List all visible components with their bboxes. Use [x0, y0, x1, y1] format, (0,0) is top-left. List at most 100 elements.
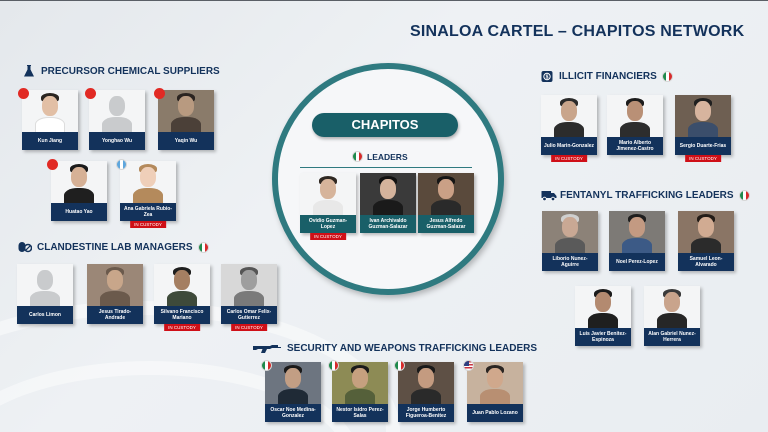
person-photo — [360, 173, 416, 215]
flask-icon — [22, 64, 36, 78]
section-title-text: CLANDESTINE LAB MANAGERS — [37, 241, 193, 253]
mexico-flag-icon — [661, 70, 673, 82]
person-photo — [607, 95, 663, 137]
person-name: Luis Javier Benitez-Espinoza — [575, 328, 631, 346]
person-name: Carlos Omar Felix-Gutierrez — [221, 306, 277, 324]
money-bag-icon: $ — [540, 69, 554, 83]
in-custody-badge: IN CUSTODY — [164, 324, 200, 331]
usa-flag-icon — [463, 360, 474, 371]
guatemala-flag-icon — [116, 159, 127, 170]
in-custody-badge: IN CUSTODY — [685, 155, 721, 162]
person-photo — [675, 95, 731, 137]
person-photo — [332, 362, 388, 404]
person-name: Oscar Noe Medina-Gonzalez — [265, 404, 321, 422]
china-flag-icon — [85, 88, 96, 99]
person-card[interactable]: Mario Alberto Jimenez-Castro — [607, 95, 663, 155]
person-photo — [609, 211, 665, 253]
person-card[interactable]: Juan Pablo Lozano — [463, 360, 523, 422]
leader-card[interactable]: Jesus Alfredo Guzman-Salazar — [418, 173, 474, 233]
person-card[interactable]: Jorge Humberto Figueroa-Benitez — [394, 360, 454, 422]
person-name: Jorge Humberto Figueroa-Benitez — [398, 404, 454, 422]
china-flag-icon — [154, 88, 165, 99]
person-photo-placeholder — [17, 264, 73, 306]
person-photo — [398, 362, 454, 404]
leader-card[interactable]: Ivan Archivaldo Guzman-Salazar — [360, 173, 416, 233]
person-name: Ivan Archivaldo Guzman-Salazar — [360, 215, 416, 233]
section-title-fentanyl: FENTANYL TRAFFICKING LEADERS — [541, 188, 750, 202]
person-name: Carlos Limon — [17, 306, 73, 324]
person-name: Yonghao Wu — [89, 132, 145, 150]
person-photo — [575, 286, 631, 328]
person-name: Ana Gabriela Rubio-Zea — [120, 203, 176, 221]
person-card[interactable]: Silvano Francisco Mariano IN CUSTODY — [154, 264, 210, 331]
section-title-financiers: $ ILLICIT FINANCIERS — [540, 69, 673, 83]
person-card[interactable]: Luis Javier Benitez-Espinoza — [575, 286, 631, 346]
in-custody-badge: IN CUSTODY — [130, 221, 166, 228]
person-card[interactable]: Noel Perez-Lopez — [609, 211, 665, 271]
person-name: Noel Perez-Lopez — [609, 253, 665, 271]
mexico-flag-icon — [261, 360, 272, 371]
person-photo — [158, 90, 214, 132]
person-photo — [541, 95, 597, 137]
person-name: Julio Marin-Gonzalez — [541, 137, 597, 155]
person-photo — [51, 161, 107, 203]
person-photo — [221, 264, 277, 306]
person-card[interactable]: Liborio Nunez-Aguirre — [542, 211, 598, 271]
person-name: Liborio Nunez-Aguirre — [542, 253, 598, 271]
leader-card[interactable]: Ovidio Guzman-Lopez IN CUSTODY — [300, 173, 356, 240]
section-title-text: SECURITY AND WEAPONS TRAFFICKING LEADERS — [287, 342, 538, 354]
person-photo — [678, 211, 734, 253]
person-name: Silvano Francisco Mariano — [154, 306, 210, 324]
leaders-title: LEADERS — [352, 151, 408, 162]
person-photo — [22, 90, 78, 132]
person-card[interactable]: Jesus Tirado-Andrade — [87, 264, 143, 324]
person-photo — [644, 286, 700, 328]
mexico-flag-icon — [738, 189, 750, 201]
china-flag-icon — [18, 88, 29, 99]
rifle-icon — [252, 341, 282, 355]
mexico-flag-icon — [197, 241, 209, 253]
person-name: Jesus Tirado-Andrade — [87, 306, 143, 324]
person-photo — [265, 362, 321, 404]
person-card[interactable]: Nestor Isidro Perez-Salas — [328, 360, 388, 422]
svg-text:$: $ — [546, 74, 549, 80]
person-name: Ovidio Guzman-Lopez — [300, 215, 356, 233]
section-title-text: FENTANYL TRAFFICKING LEADERS — [560, 189, 734, 201]
leaders-title-text: LEADERS — [367, 151, 408, 162]
person-name: Alan Gabriel Nunez-Herrera — [644, 328, 700, 346]
in-custody-badge: IN CUSTODY — [551, 155, 587, 162]
china-flag-icon — [47, 159, 58, 170]
person-name: Yaqin Wu — [158, 132, 214, 150]
person-card[interactable]: Oscar Noe Medina-Gonzalez — [261, 360, 321, 422]
page-title: SINALOA CARTEL – CHAPITOS NETWORK — [410, 23, 745, 40]
person-photo — [154, 264, 210, 306]
person-name: Huatao Yao — [51, 203, 107, 221]
pills-icon — [18, 240, 33, 254]
divider — [300, 167, 472, 168]
person-name: Juan Pablo Lozano — [467, 404, 523, 422]
person-photo — [87, 264, 143, 306]
person-card[interactable]: Kun Jiang — [18, 88, 78, 150]
person-name: Nestor Isidro Perez-Salas — [332, 404, 388, 422]
person-card[interactable]: Samuel Leon-Alvarado — [678, 211, 734, 271]
section-title-text: PRECURSOR CHEMICAL SUPPLIERS — [41, 65, 220, 77]
person-photo — [418, 173, 474, 215]
section-title-security: SECURITY AND WEAPONS TRAFFICKING LEADERS — [252, 341, 537, 355]
person-name: Samuel Leon-Alvarado — [678, 253, 734, 271]
section-title-labs: CLANDESTINE LAB MANAGERS — [18, 240, 209, 254]
person-card[interactable]: Sergio Duarte-Frias IN CUSTODY — [675, 95, 731, 162]
person-photo — [120, 161, 176, 203]
person-card[interactable]: Carlos Omar Felix-Gutierrez IN CUSTODY — [221, 264, 277, 331]
person-card[interactable]: Huatao Yao — [47, 159, 107, 221]
person-card[interactable]: Carlos Limon — [17, 264, 73, 324]
person-card[interactable]: Yonghao Wu — [85, 88, 145, 150]
mexico-flag-icon — [352, 151, 363, 162]
person-name: Mario Alberto Jimenez-Castro — [607, 137, 663, 155]
person-card[interactable]: Alan Gabriel Nunez-Herrera — [644, 286, 700, 346]
person-card[interactable]: Ana Gabriela Rubio-Zea IN CUSTODY — [116, 159, 176, 228]
in-custody-badge: IN CUSTODY — [231, 324, 267, 331]
section-title-precursor: PRECURSOR CHEMICAL SUPPLIERS — [22, 64, 220, 78]
person-card[interactable]: Yaqin Wu — [154, 88, 214, 150]
person-card[interactable]: Julio Marin-Gonzalez IN CUSTODY — [541, 95, 597, 162]
mexico-flag-icon — [328, 360, 339, 371]
